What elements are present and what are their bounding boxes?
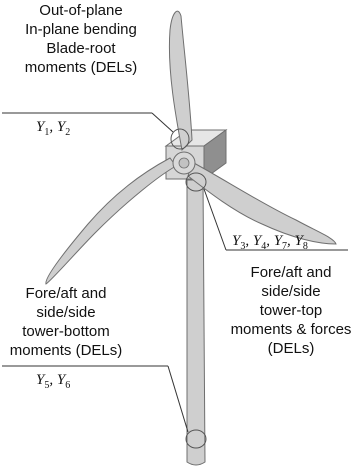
blade-root-marker — [170, 128, 190, 150]
blade-up — [168, 10, 193, 152]
blade-root-label: Out-of-plane In-plane bending Blade-root… — [6, 1, 156, 77]
var-y4: Y4 — [252, 233, 267, 252]
tower-top-label: Fore/aft and side/side tower-top moments… — [228, 263, 354, 358]
tower-top-line2: side/side — [261, 283, 321, 300]
tower-top-line5: (DELs) — [267, 340, 315, 357]
var-y5: Y5 — [36, 372, 50, 391]
tower-top-line3: tower-top — [259, 302, 323, 319]
tower — [186, 179, 206, 466]
tower-top-line4: moments & forces — [230, 321, 352, 338]
tower-bottom-line4: moments (DELs) — [9, 342, 123, 359]
var-y7: Y7 — [273, 233, 288, 252]
var-y6: Y6 — [56, 372, 71, 391]
blade-lower-left — [45, 157, 177, 285]
tower-bottom-line2: side/side — [36, 304, 96, 321]
tower-bottom-line1: Fore/aft and — [25, 285, 107, 302]
blade-root-leader-diag — [151, 112, 174, 133]
tower-top-variables: Y3, Y4, Y7, Y8 — [232, 233, 308, 252]
var-y8: Y8 — [294, 233, 308, 252]
tower-bottom-marker — [185, 429, 207, 449]
tower-bottom-line3: tower-bottom — [22, 323, 110, 340]
blade-root-line1: Out-of-plane — [39, 2, 123, 19]
blade-root-variables: Y1, Y2 — [36, 119, 71, 138]
blade-right — [187, 161, 337, 245]
var-y2: Y2 — [56, 119, 71, 138]
var-y3: Y3 — [232, 233, 246, 252]
tower-top-line1: Fore/aft and — [250, 264, 332, 281]
blade-root-line3: Blade-root — [46, 40, 116, 57]
blade-root-line4: moments (DELs) — [24, 59, 138, 76]
blade-root-line2: In-plane bending — [25, 21, 137, 38]
tower-bottom-leader-diag — [167, 365, 189, 433]
tower-bottom-label: Fore/aft and side/side tower-bottom mome… — [2, 284, 130, 360]
var-y1: Y1 — [36, 119, 50, 138]
tower-top-marker — [185, 172, 207, 192]
tower-top-leader — [203, 188, 227, 251]
tower-bottom-variables: Y5, Y6 — [36, 372, 71, 391]
hub-center — [178, 157, 190, 169]
